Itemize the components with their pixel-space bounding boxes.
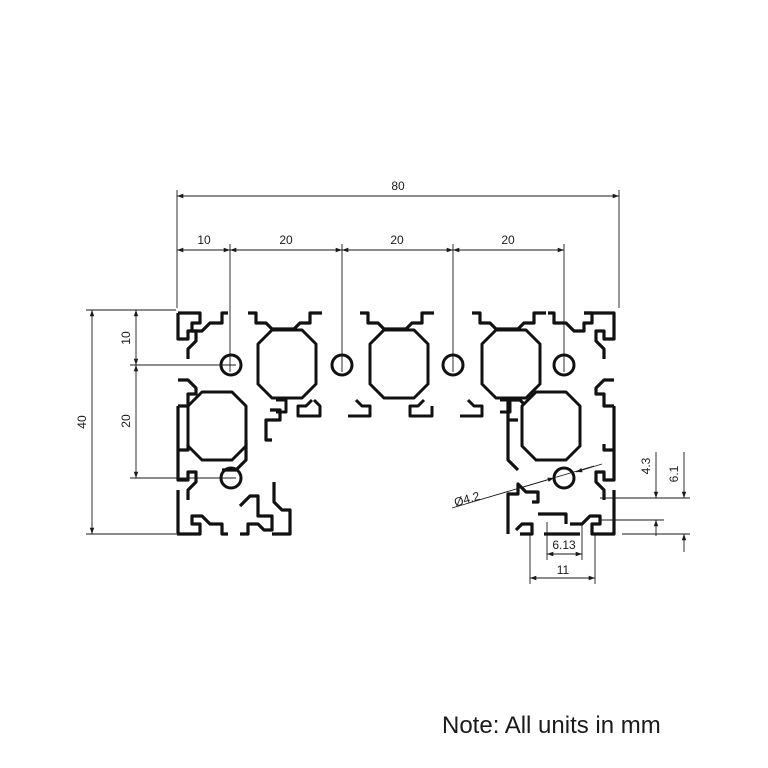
dim-vertical-offset: 10: [119, 331, 133, 345]
cavities: [186, 328, 582, 462]
dim-pitch-2: 20: [390, 233, 404, 247]
dim-bore-diameter: Ø4.2: [452, 489, 481, 510]
dim-overall-width: 80: [391, 179, 405, 193]
profile-right-column: [506, 378, 616, 536]
dimensions: 80 10 20 20 20 40 10 20 Ø4.2 4.3 6.1 6.1…: [75, 179, 690, 584]
dim-overall-height: 40: [75, 415, 89, 429]
dim-slot-total-depth: 6.1: [667, 465, 681, 482]
units-note: Note: All units in mm: [442, 712, 661, 739]
inner-slots: [276, 398, 512, 418]
dim-slot-opening: 6.13: [552, 538, 576, 552]
aluminium-profile: [176, 311, 616, 536]
dim-slot-depth: 4.3: [639, 457, 653, 474]
profile-left-column: [176, 378, 292, 536]
dim-slot-width: 11: [557, 563, 570, 577]
dim-vertical-pitch: 20: [119, 414, 133, 428]
dim-first-pitch: 10: [197, 233, 211, 247]
dim-pitch-1: 20: [279, 233, 293, 247]
profile-top-row: [176, 311, 616, 359]
dim-pitch-3: 20: [501, 233, 515, 247]
